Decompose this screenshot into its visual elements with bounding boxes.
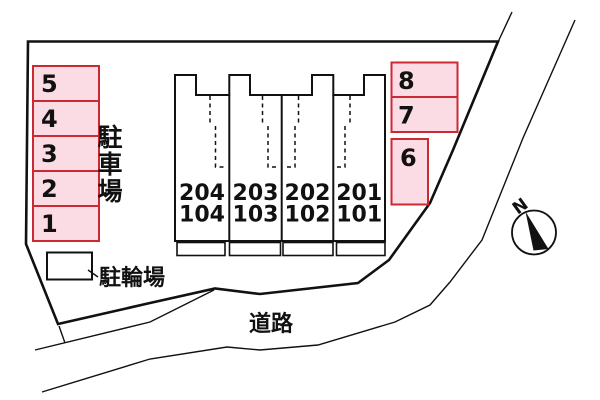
parking-space xyxy=(390,138,429,206)
unit-entrance-strip xyxy=(228,241,282,257)
bicycle-area-label: 駐輪場 xyxy=(99,265,165,291)
parking-space xyxy=(32,65,100,102)
parking-space xyxy=(390,61,459,98)
unit-entrance-strip xyxy=(176,241,226,257)
road-upper-edge xyxy=(497,11,513,43)
parking-space xyxy=(32,170,100,207)
parking-space-number: 2 xyxy=(41,175,58,203)
unit-number-lower: 104 xyxy=(179,203,225,228)
unit-dashed-line xyxy=(285,96,300,168)
unit-number-upper: 204 xyxy=(179,181,225,206)
building-outline xyxy=(174,74,386,242)
parking-space xyxy=(32,100,100,137)
parking-space-number: 5 xyxy=(41,70,58,98)
unit-entrance-strip xyxy=(282,241,334,257)
bicycle-parking: 駐輪場 xyxy=(46,251,165,291)
unit-dashed-line xyxy=(261,96,280,168)
unit-number-lower: 102 xyxy=(285,203,331,228)
parking-space-number: 1 xyxy=(41,210,58,238)
parcel-tick-line xyxy=(58,325,66,344)
compass: N xyxy=(509,195,557,256)
parking-space-number: 7 xyxy=(398,102,415,130)
parking-area-label-char: 車 xyxy=(97,150,122,179)
unit-dashed-line xyxy=(336,96,351,168)
road-label: 道路 xyxy=(249,311,294,337)
parking-space xyxy=(32,135,100,172)
unit-number-lower: 103 xyxy=(233,203,279,228)
parking-space-number: 3 xyxy=(41,140,58,168)
parking-space xyxy=(32,205,100,242)
north-arrow-icon xyxy=(525,211,549,251)
site-boundary xyxy=(24,40,500,326)
unit-number-upper: 201 xyxy=(336,181,382,206)
unit-number-upper: 203 xyxy=(233,181,279,206)
unit-number-lower: 101 xyxy=(336,203,382,228)
right-parking-column: 8 7 6 xyxy=(390,61,459,206)
unit-entrance-strip xyxy=(335,241,386,257)
left-parking-column: 5 4 3 2 1 xyxy=(32,65,100,242)
unit-dashed-line xyxy=(209,96,227,168)
building: 204 104 203 103 202 102 201 101 xyxy=(174,74,386,257)
road-inner-edge xyxy=(34,289,215,351)
parking-space-number: 6 xyxy=(400,144,417,172)
unit-number-upper: 202 xyxy=(285,181,331,206)
road-outer-edge xyxy=(41,19,576,393)
bicycle-label-pointer xyxy=(87,269,99,278)
parking-area-label-char: 駐 xyxy=(97,123,122,152)
compass-circle xyxy=(511,209,557,256)
parking-space-number: 4 xyxy=(41,105,58,133)
parking-space-number: 8 xyxy=(398,67,415,95)
parking-area-label-char: 場 xyxy=(97,177,122,206)
bicycle-parking-box xyxy=(46,251,93,281)
parking-area-label: 駐 車 場 xyxy=(97,123,122,206)
parking-space xyxy=(390,96,459,133)
